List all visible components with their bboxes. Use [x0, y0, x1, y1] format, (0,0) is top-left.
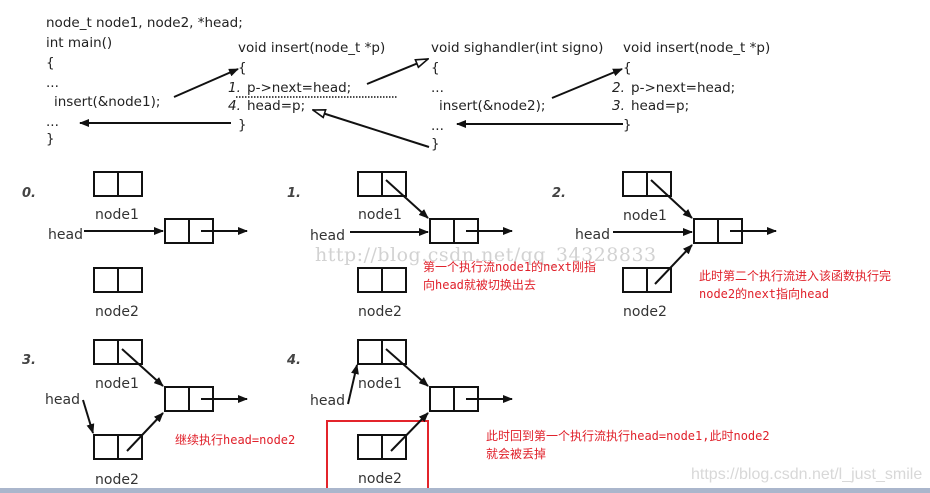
step3-head-label: head: [45, 392, 80, 408]
code-sighandler-open-brace: {: [431, 60, 440, 76]
step1-node1-next-arrow: [385, 179, 429, 219]
arrow-signal-interrupt: [366, 59, 428, 85]
code-main-ellipsis-1: ...: [46, 75, 59, 91]
code-insert2-close-brace: }: [623, 117, 632, 133]
watermark-corner: https://blog.csdn.net/l_just_smile: [691, 466, 923, 483]
step-label-2: 2.: [552, 186, 566, 201]
code-sighandler-ellipsis-2: ...: [431, 118, 444, 134]
step2-node2-box: [622, 267, 672, 293]
step0-node2-label: node2: [95, 304, 139, 320]
step4-node1-label: node1: [358, 376, 402, 392]
step2-node1-next-arrow: [650, 179, 693, 219]
step0-node2-box: [93, 267, 143, 293]
code-insert1-close-brace: }: [238, 117, 247, 133]
code-insert1-signature: void insert(node_t *p): [238, 40, 386, 56]
arrow-call-insert1: [173, 68, 239, 98]
code-insert2-step-2: 2.: [612, 80, 625, 96]
code-main-insert-call: insert(&node1);: [54, 94, 161, 110]
step3-node1-label: node1: [95, 376, 139, 392]
step2-annotation: 此时第二个执行流进入该函数执行完 node2的next指向head: [699, 269, 892, 301]
step4-head-label: head: [310, 393, 345, 409]
code-insert2-step-3: 3.: [612, 98, 625, 114]
step1-head-label: head: [310, 228, 345, 244]
step1-node2-box: [357, 267, 407, 293]
step0-node1-label: node1: [95, 207, 139, 223]
step2-node2-next-arrow: [654, 244, 693, 285]
step4-node1-next-arrow: [385, 348, 429, 387]
arrow-call-insert2: [551, 68, 623, 99]
step4-node2-next-arrow: [390, 412, 429, 452]
step2-node2-label: node2: [623, 304, 667, 320]
code-insert1-step-4: 4.: [228, 98, 241, 114]
code-main-ellipsis-2: ...: [46, 114, 59, 130]
step3-node2-label: node2: [95, 472, 139, 488]
step4-node2-box: [357, 434, 407, 460]
code-insert1-open-brace: {: [238, 60, 247, 76]
code-insert1-step-1: 1.: [228, 80, 241, 96]
code-sighandler-ellipsis-1: ...: [431, 80, 444, 96]
code-insert2-signature: void insert(node_t *p): [623, 40, 771, 56]
step4-node2-label: node2: [358, 471, 402, 487]
step4-annotation: 此时回到第一个执行流执行head=node1,此时node2 就会被丢掉: [486, 429, 770, 461]
code-main-close-brace: }: [46, 131, 55, 147]
code-insert1-line2: head=p;: [247, 98, 306, 114]
step-label-3: 3.: [22, 353, 36, 368]
code-global-decl: node_t node1, node2, *head;: [46, 15, 243, 31]
code-sighandler-signature: void sighandler(int signo): [431, 40, 604, 56]
code-sighandler-close-brace: }: [431, 136, 440, 152]
step4-head-arrow: [347, 364, 359, 405]
step-label-1: 1.: [287, 186, 301, 201]
code-main-open-brace: {: [46, 55, 55, 71]
step-label-0: 0.: [22, 186, 36, 201]
bottom-scrollbar[interactable]: [0, 488, 930, 493]
code-insert1-line1: p->next=head;: [247, 80, 352, 96]
step3-annotation: 继续执行head=node2: [175, 433, 296, 447]
step2-head-label: head: [575, 227, 610, 243]
code-insert2-line2: head=p;: [631, 98, 690, 114]
step0-node1-box: [93, 171, 143, 197]
step1-annotation: 第一个执行流node1的next刚指 向head就被切换出去: [423, 260, 597, 292]
step3-head-arrow: [82, 399, 95, 434]
code-insert2-line1: p->next=head;: [631, 80, 736, 96]
step3-node2-next-arrow: [126, 412, 164, 452]
step3-node2-box: [93, 434, 143, 460]
watermark-center: http://blog.csdn.net/qq_34328833: [315, 244, 657, 266]
step3-node1-next-arrow: [121, 348, 164, 387]
code-insert2-open-brace: {: [623, 60, 632, 76]
step1-node1-label: node1: [358, 207, 402, 223]
arrow-signal-return: [313, 110, 430, 148]
step1-node2-label: node2: [358, 304, 402, 320]
step2-node1-label: node1: [623, 208, 667, 224]
code-sighandler-insert-call: insert(&node2);: [439, 98, 546, 114]
code-main-signature: int main(): [46, 35, 113, 51]
step-label-4: 4.: [287, 353, 301, 368]
step0-head-label: head: [48, 227, 83, 243]
